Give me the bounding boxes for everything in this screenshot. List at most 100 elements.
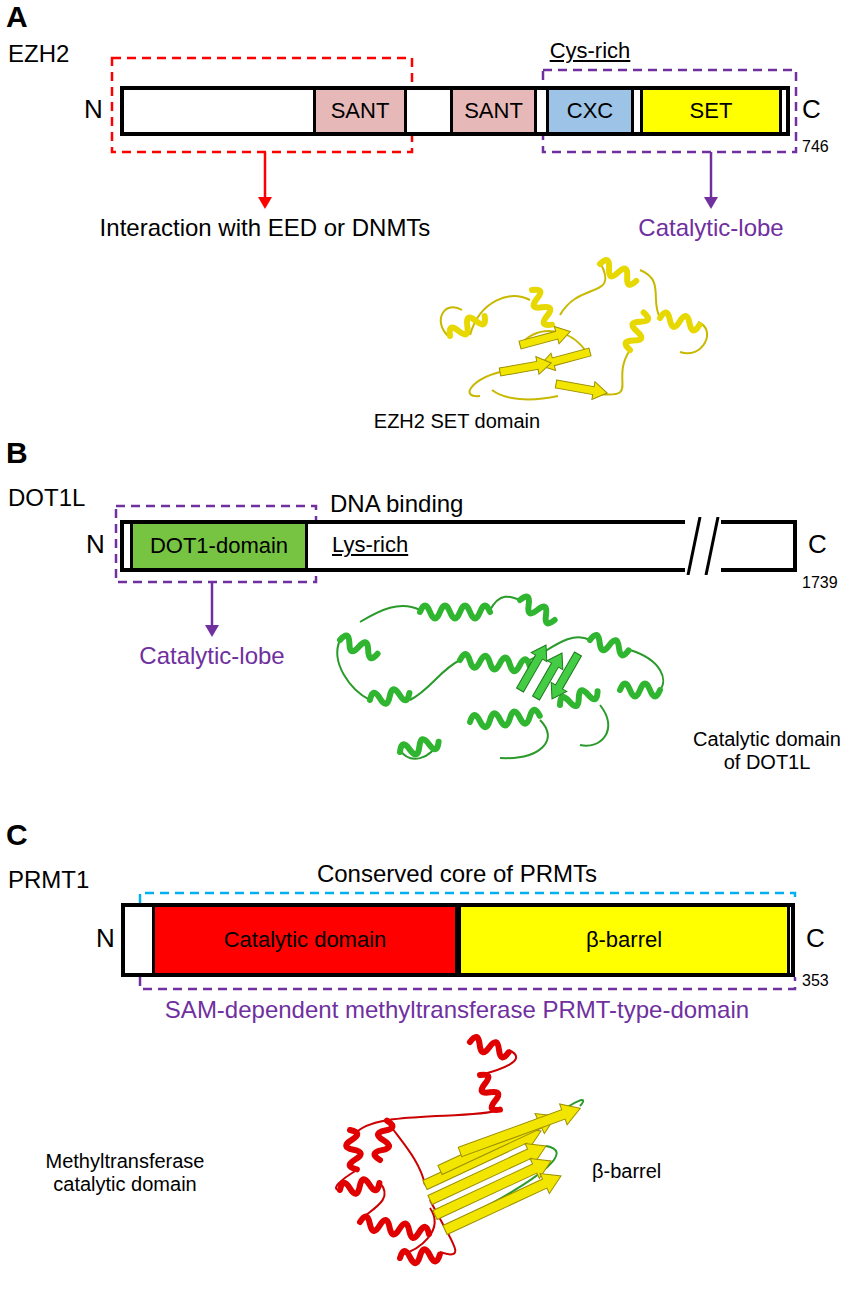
protein-name: EZH2 [8, 40, 69, 68]
annotation: Interaction with EED or DNMTs [75, 214, 455, 242]
loop [492, 390, 558, 399]
helix [469, 709, 540, 728]
dot1-domain: DOT1-domain [130, 524, 308, 568]
strand [498, 354, 552, 381]
structure-caption: EZH2 SET domain [347, 410, 567, 433]
loop [357, 1110, 500, 1132]
helix [597, 258, 639, 287]
helix [344, 1129, 364, 1171]
helix [620, 684, 660, 697]
helix [624, 310, 650, 352]
helix [659, 312, 701, 332]
loop [580, 705, 608, 746]
helix [588, 634, 630, 657]
helix [398, 735, 440, 758]
protein-bar: PRMT1Catalytic domainβ-barrel [121, 903, 795, 977]
break-line [706, 517, 718, 575]
dashed-bracket [140, 893, 795, 903]
helix [374, 1119, 394, 1161]
dashed-region [543, 70, 796, 152]
region-label: DNA binding [330, 490, 463, 518]
terminus-label: N [86, 530, 105, 560]
strand [456, 1098, 584, 1162]
panel-letter: B [6, 436, 28, 471]
ezh2-structure [441, 258, 707, 402]
residue-count: 1739 [802, 574, 838, 592]
domain-name: CXC [567, 98, 613, 123]
loop [600, 350, 630, 395]
panel-a-marks [112, 58, 796, 209]
domain-name: SANT [464, 98, 523, 123]
break-mark [685, 517, 721, 575]
structure-caption: Catalytic domain of DOT1L [692, 728, 842, 774]
helix [468, 1036, 510, 1059]
helix [399, 1248, 440, 1264]
dot1l-structure [337, 594, 663, 758]
terminus-label: N [84, 95, 103, 125]
domain-name: SANT [331, 98, 390, 123]
strand [518, 323, 573, 354]
protein-bar: EZH2SANTSANTCXCSET [120, 86, 790, 136]
structure-caption: Methyltransferase catalytic domain [30, 1150, 220, 1196]
cxc-domain: CXC [546, 90, 634, 132]
panel-letter: A [6, 0, 28, 35]
pointer-line [710, 152, 713, 198]
protein-name: DOT1L [8, 484, 85, 512]
helix [420, 606, 490, 619]
catalytic-domain: Catalytic domain [152, 907, 458, 973]
helix [558, 685, 600, 711]
terminus-label: C [802, 95, 821, 125]
beta-barrel-domain: β-barrel [458, 907, 790, 973]
helix [338, 634, 380, 660]
loop [470, 296, 530, 335]
loop [490, 597, 520, 610]
annotation: Catalytic-lobe [611, 214, 811, 242]
protein-bar: DOT1LDOT1-domain [120, 520, 797, 572]
helix [517, 594, 558, 625]
arrowhead [704, 197, 718, 209]
residue-count: 353 [802, 972, 829, 990]
helix [526, 287, 557, 328]
region-label: Cys-rich [530, 38, 650, 63]
terminus-label: C [806, 924, 825, 954]
break-line [688, 517, 700, 575]
helix [369, 687, 411, 707]
domain-name: β-barrel [586, 927, 662, 952]
arrowhead [258, 197, 272, 209]
annotation: Catalytic-lobe [112, 642, 312, 670]
helix [359, 1216, 430, 1241]
pointer-line [264, 152, 267, 198]
domain-name: DOT1-domain [150, 533, 288, 558]
break-mark-lines [685, 517, 721, 575]
residue-count: 746 [802, 138, 829, 156]
terminus-label: C [808, 530, 827, 560]
loop [410, 660, 460, 700]
helix [459, 654, 530, 673]
protein-name: PRMT1 [8, 866, 89, 894]
region-label: Conserved core of PRMTs [257, 860, 657, 888]
strand [537, 343, 592, 374]
prmt1-structure [336, 1036, 584, 1265]
domain-name: Catalytic domain [224, 927, 387, 952]
domain-name: SET [690, 98, 733, 123]
strand [440, 1166, 565, 1240]
sant-domain: SANT [450, 90, 537, 132]
region-label: Lys-rich [332, 532, 408, 557]
dashed-bracket [140, 977, 795, 989]
sant-domain: SANT [313, 90, 407, 132]
helix [447, 310, 488, 341]
loop [360, 606, 420, 622]
loop [560, 262, 605, 315]
helix [474, 1072, 505, 1113]
pointer-line [211, 582, 214, 626]
helix [339, 1177, 381, 1197]
panel-letter: C [6, 818, 28, 853]
arrowhead [205, 625, 219, 637]
terminus-label: N [96, 924, 115, 954]
structure-caption: β-barrel [592, 1160, 661, 1183]
region-label: SAM-dependent methyltransferase PRMT-typ… [107, 996, 807, 1024]
set-domain: SET [640, 90, 782, 132]
strand [544, 650, 586, 704]
